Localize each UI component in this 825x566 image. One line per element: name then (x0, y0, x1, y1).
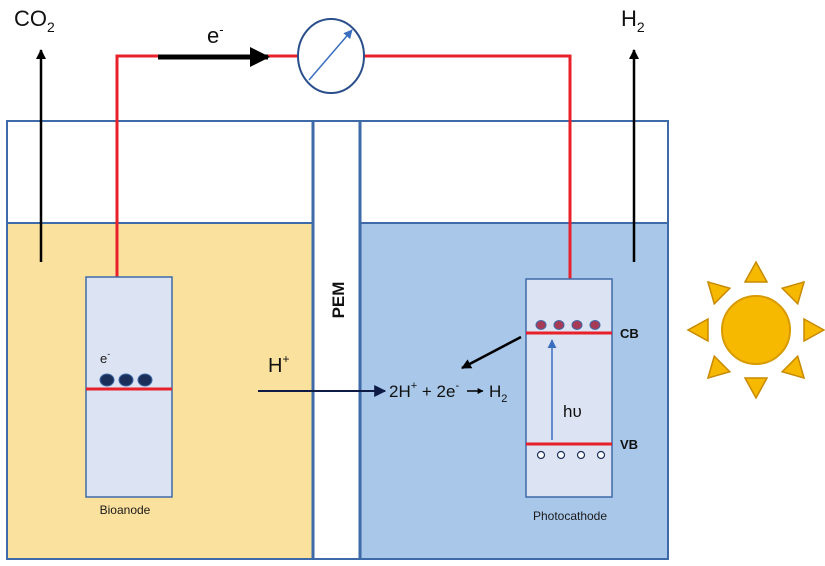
photocathode-label: Photocathode (533, 509, 607, 523)
cathode-chamber (359, 222, 669, 560)
circuit-wire-right (364, 54, 572, 279)
cb-label: CB (620, 326, 639, 341)
h2-label: H2 (621, 6, 645, 35)
vb-label: VB (620, 437, 638, 452)
vb-hole (556, 450, 566, 460)
vb-hole (576, 450, 586, 460)
photocathode-electrode (525, 278, 613, 498)
proton-label: H+ (268, 352, 289, 377)
sun-icon (686, 260, 825, 400)
vb-hole (596, 450, 606, 460)
meter-icon (297, 18, 365, 94)
bioanode-electron-dot (118, 373, 134, 387)
bioanode-electron-dot (137, 373, 153, 387)
cb-electron-dot (571, 320, 583, 330)
cb-electron-dot (553, 320, 565, 330)
photon-label: hυ (563, 402, 582, 421)
bioanode-label: Bioanode (100, 503, 151, 517)
electron-label: e- (207, 22, 224, 48)
reaction-equation: 2H+ + 2e- (389, 380, 459, 401)
cb-electron-dot (535, 320, 547, 330)
reaction-product: H2 (489, 382, 507, 405)
pem-label: PEM (329, 282, 348, 319)
bioanode-electrode (85, 276, 173, 498)
vb-hole (536, 450, 546, 460)
meter-needle (308, 29, 353, 81)
co2-label: CO2 (14, 6, 55, 35)
bioanode-electron-dot (99, 373, 115, 387)
electron-transfer-arrow (461, 335, 522, 370)
cb-electron-dot (589, 320, 601, 330)
bioanode-electron-label: e- (100, 349, 110, 366)
